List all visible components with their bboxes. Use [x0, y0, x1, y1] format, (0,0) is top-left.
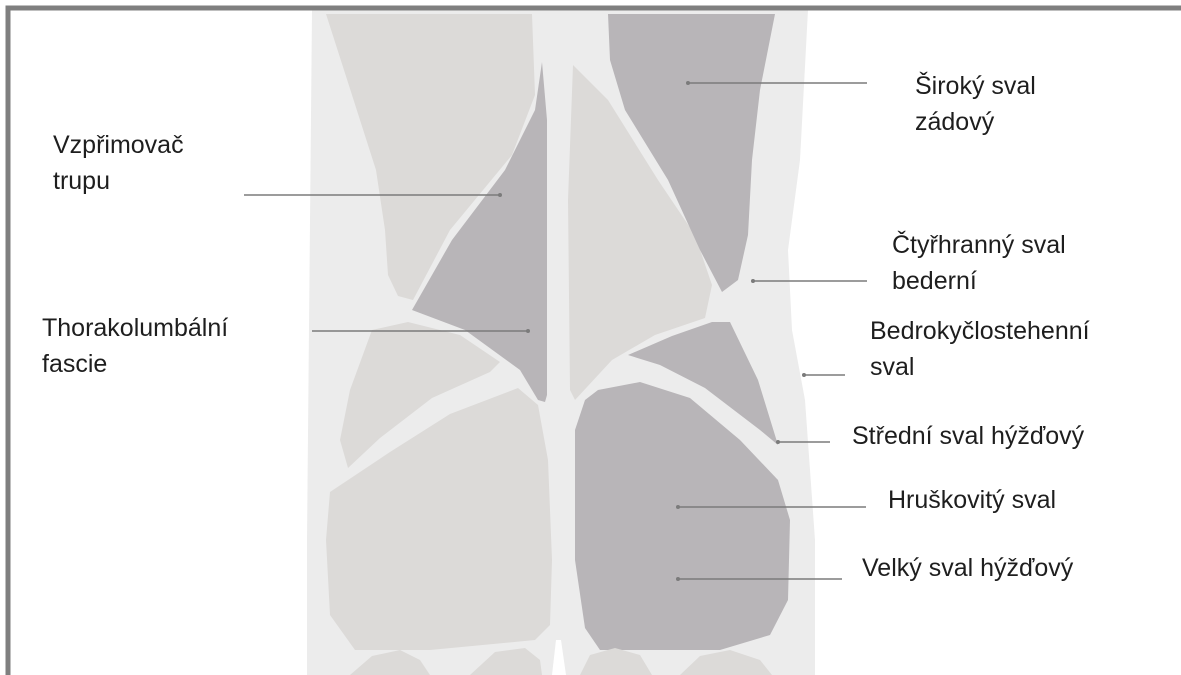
label-gluteus-medius-text: Střední sval hýžďový	[852, 418, 1084, 454]
label-fascia-line1: Thorakolumbální	[42, 310, 228, 346]
leader-gluteus-maximus-dot	[676, 577, 680, 581]
label-fascia-line2: fascie	[42, 346, 228, 382]
leader-erector-dot	[498, 193, 502, 197]
label-iliopsoas-line1: Bedrokyčlostehenní	[870, 313, 1090, 349]
leader-fascia-dot	[526, 329, 530, 333]
label-latissimus-line1: Široký sval	[915, 68, 1036, 104]
label-fascia: Thorakolumbální fascie	[42, 310, 228, 382]
leader-iliopsoas-dot	[802, 373, 806, 377]
label-erector: Vzpřimovač trupu	[53, 127, 184, 199]
label-quadratus-line2: bederní	[892, 263, 1066, 299]
leader-piriformis-dot	[676, 505, 680, 509]
label-quadratus-line1: Čtyřhranný sval	[892, 227, 1066, 263]
label-erector-line2: trupu	[53, 163, 184, 199]
label-piriformis: Hruškovitý sval	[888, 482, 1056, 518]
label-gluteus-maximus: Velký sval hýžďový	[862, 550, 1073, 586]
label-erector-line1: Vzpřimovač	[53, 127, 184, 163]
label-piriformis-text: Hruškovitý sval	[888, 482, 1056, 518]
label-gluteus-medius: Střední sval hýžďový	[852, 418, 1084, 454]
label-iliopsoas-line2: sval	[870, 349, 1090, 385]
label-latissimus: Široký sval zádový	[915, 68, 1036, 140]
leader-quadratus-dot	[751, 279, 755, 283]
label-quadratus: Čtyřhranný sval bederní	[892, 227, 1066, 299]
label-gluteus-maximus-text: Velký sval hýžďový	[862, 550, 1073, 586]
label-iliopsoas: Bedrokyčlostehenní sval	[870, 313, 1090, 385]
leader-latissimus-dot	[686, 81, 690, 85]
leader-gluteus-medius-dot	[776, 440, 780, 444]
label-latissimus-line2: zádový	[915, 104, 1036, 140]
